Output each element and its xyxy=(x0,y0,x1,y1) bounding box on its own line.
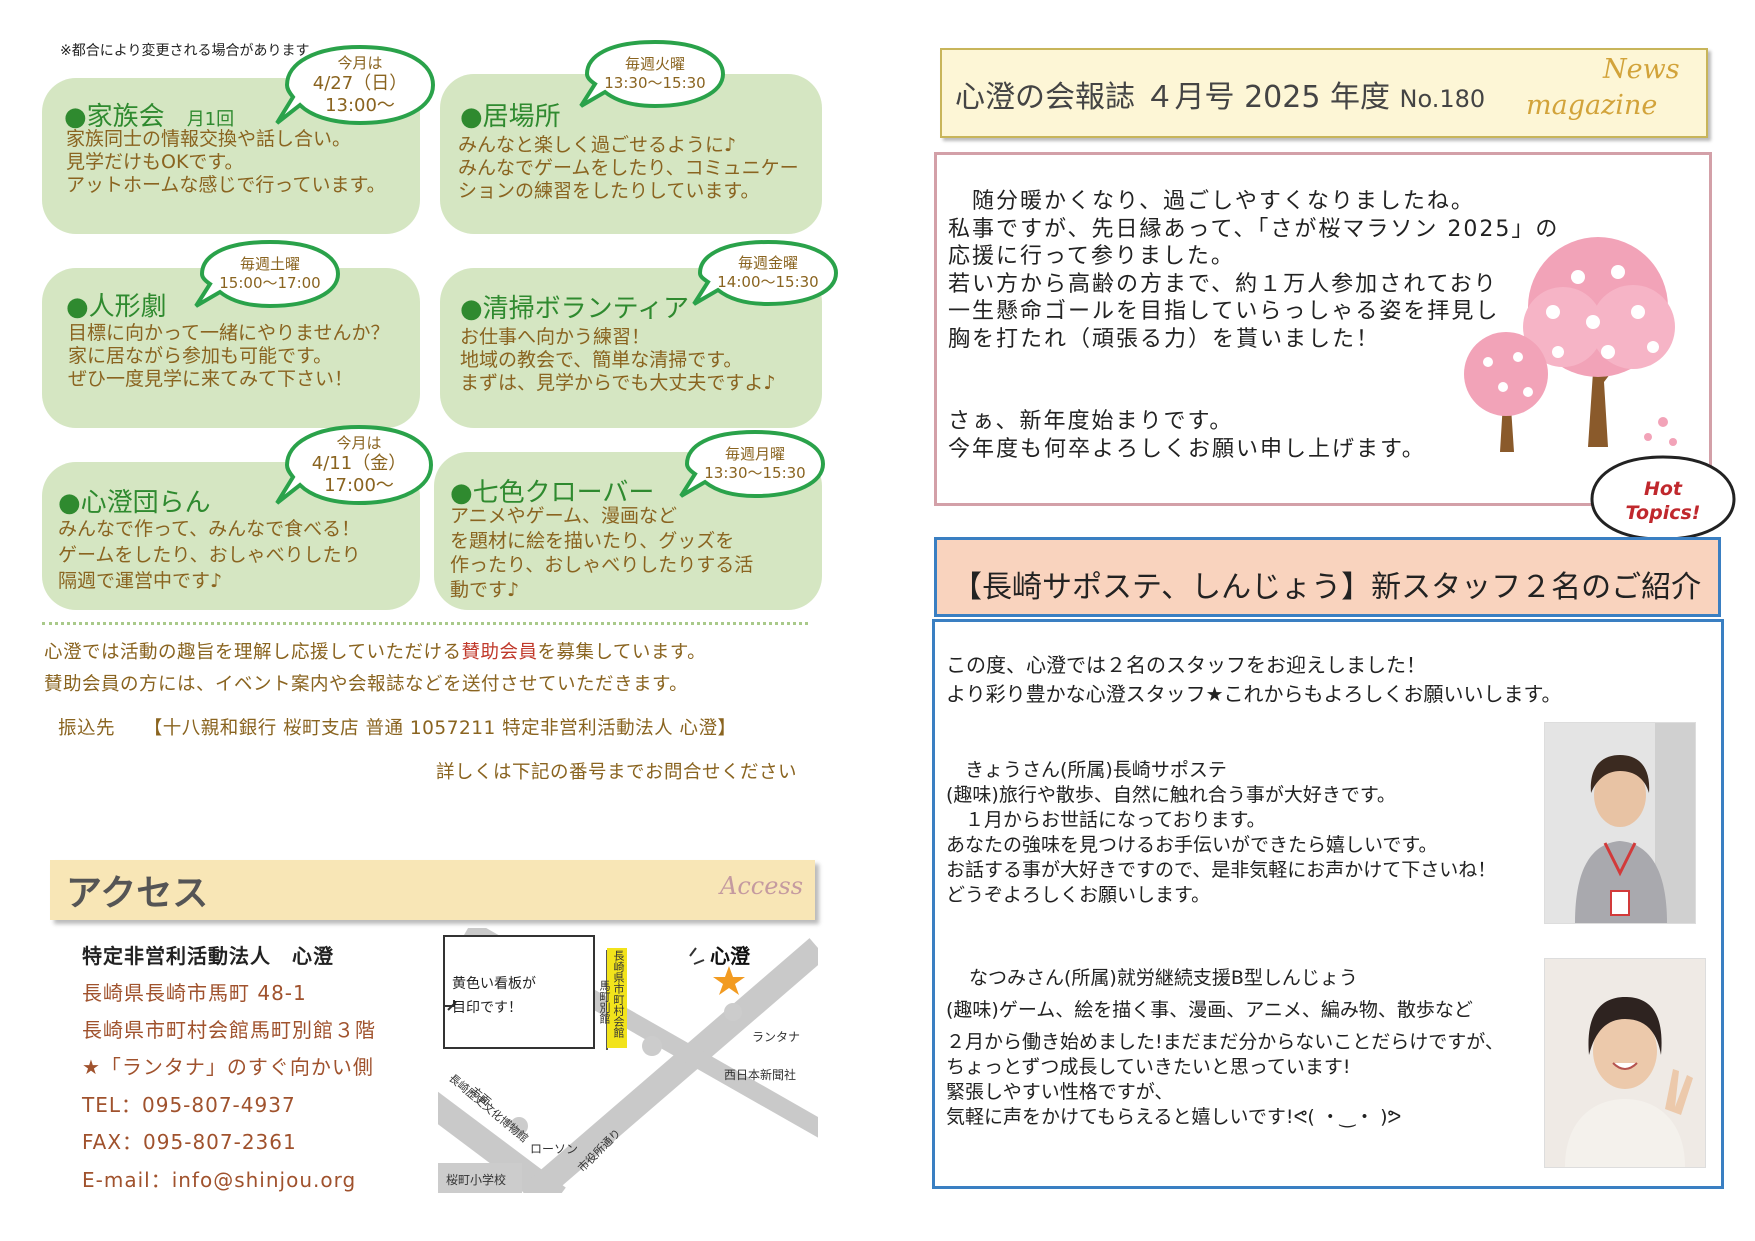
support-member-highlight: 賛助会員 xyxy=(461,642,538,663)
activity-desc-clover: アニメやゲーム、漫画など を題材に絵を描いたり、グッズを 作ったり、おしゃべりし… xyxy=(450,505,754,601)
activity-desc-cleaning: お仕事へ向かう練習！ 地域の教会で、簡単な清掃です。 まずは、見学からでも大丈夫… xyxy=(460,326,776,394)
inquiry-note: 詳しくは下記の番号までお問合せください xyxy=(436,762,798,783)
map-label-shinjou: 心澄 xyxy=(710,944,750,968)
staff-intro-header xyxy=(934,537,1721,617)
activity-title-puppet: ●人形劇 xyxy=(66,292,167,322)
access-title: アクセス xyxy=(66,873,209,914)
activity-desc-puppet: 目標に向かって一緒にやりませんか？ 家に居ながら参加も可能です。 ぜひ一度見学に… xyxy=(68,322,390,390)
access-header-bar xyxy=(50,860,815,920)
map-label-nishinippon: 西日本新聞社 xyxy=(724,1068,797,1082)
address-line-1: 長崎県長崎市馬町 48-1 xyxy=(82,981,307,1005)
activity-title-cleaning: ●清掃ボランティア xyxy=(460,294,690,324)
address-line-2: 長崎県市町村会館馬町別館３階 xyxy=(82,1018,376,1042)
staff-profile-kyou: きょうさん(所属)長崎サポステ (趣味)旅行や散歩、自然に触れ合う事が大好きです… xyxy=(946,759,1497,906)
issue-number: No.180 xyxy=(1399,85,1486,113)
map-building-sign-sub: 馬町別館 xyxy=(598,980,611,1024)
activity-title-ibasho: ●居場所 xyxy=(460,102,561,132)
activity-desc-ibasho: みんなと楽しく過ごせるように♪ みんなでゲームをしたり、コミュニケー ションの練… xyxy=(458,134,799,202)
staff-profile-natsumi-message: ２月から働き始めました!まだまだ分からないことだらけですが、 ちょっとずつ成長し… xyxy=(946,1031,1504,1128)
landmark-note: ★「ランタナ」のすぐ向かい側 xyxy=(82,1055,374,1079)
staff-profile-natsumi-hobby: (趣味)ゲーム、絵を描く事、漫画、アニメ、編み物、散歩など xyxy=(946,999,1473,1021)
map-sign-note: 黄色い看板が目印です！ xyxy=(452,976,536,1016)
greeting-message: 随分暖かくなり、過ごしやすくなりましたね。 私事ですが、先日縁あって、「さが桜マ… xyxy=(948,189,1560,462)
activity-desc-danran: みんなで作って、みんなで食べる！ ゲームをしたり、おしゃべりしたり 隔週で運営中… xyxy=(58,518,361,592)
cherry-tree-illustration xyxy=(1458,232,1698,472)
map-label-lantana: ランタナ xyxy=(752,1030,801,1044)
staff-intro-title: 【長崎サポステ、しんじょう】新スタッフ２名のご紹介 xyxy=(952,570,1702,605)
fax-number: FAX：095-807-2361 xyxy=(82,1130,297,1154)
bank-transfer-info: 振込先 【十八親和銀行 桜町支店 普通 1057211 特定非営利活動法人 心澄… xyxy=(58,718,737,739)
activity-title-family: ●家族会月1回 xyxy=(64,102,235,132)
staff-intro-text: この度、心澄では２名のスタッフをお迎えしました！ より彩り豊かな心澄スタッフ★こ… xyxy=(946,653,1562,706)
staff-photo-kyou xyxy=(1544,722,1696,924)
email-address[interactable]: E-mail：info@shinjou.org xyxy=(82,1168,357,1192)
news-magazine-label-2: magazine xyxy=(1526,90,1658,121)
map-label-school: 桜町小学校 xyxy=(446,1173,507,1187)
section-divider xyxy=(42,622,808,625)
map-label-lawson: ローソン xyxy=(530,1142,579,1156)
map-building-sign: 長崎県市町村会館 xyxy=(612,950,625,1038)
activity-title-clover: ●七色クローバー xyxy=(450,478,655,508)
activity-frequency: 月1回 xyxy=(186,109,235,130)
support-member-line2: 賛助会員の方には、イベント案内や会報誌などを送付させていただきます。 xyxy=(44,674,689,695)
activity-title-danran: ●心澄団らん xyxy=(58,488,211,518)
org-name: 特定非営利活動法人 心澄 xyxy=(82,944,334,968)
schedule-notice: ※都合により変更される場合があります xyxy=(60,43,310,59)
staff-profile-natsumi-name: なつみさん(所属)就労継続支援B型しんじょう xyxy=(950,967,1358,989)
staff-photo-natsumi xyxy=(1544,958,1706,1168)
newsletter-header xyxy=(940,48,1708,138)
access-title-en: Access xyxy=(720,872,804,900)
support-member-line1: 心澄では活動の趣旨を理解し応援していただける賛助会員を募集しています。 xyxy=(44,642,707,663)
newsletter-title: 心澄の会報誌 ４月号 2025 年度 No.180 xyxy=(955,80,1486,115)
phone-number: TEL：095-807-4937 xyxy=(82,1093,296,1117)
news-magazine-label: News xyxy=(1603,54,1680,85)
activity-desc-family: 家族同士の情報交換や話し合い。 見学だけもOKです。 アットホームな感じで行って… xyxy=(66,128,386,196)
access-map: 黄色い看板が目印です！ 長崎県市町村会館 馬町別館 心澄 ランタナ 西日本新聞社… xyxy=(438,928,818,1193)
